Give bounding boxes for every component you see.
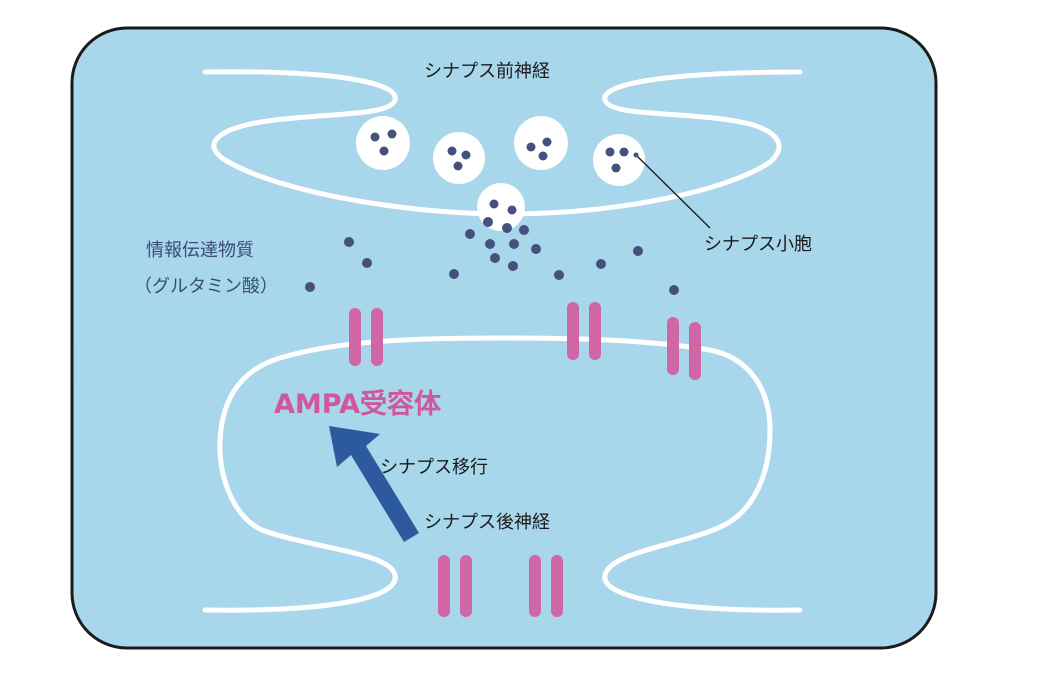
vesicle-label: シナプス小胞 [704, 234, 812, 255]
glutamate-dot [669, 285, 679, 295]
translocation-label: シナプス移行 [380, 457, 488, 478]
glutamate-dot [502, 223, 512, 233]
glutamate-dot [483, 217, 493, 227]
glutamate-dot [362, 258, 372, 268]
postsynaptic-membrane [202, 335, 803, 613]
translocation-arrow [329, 426, 419, 542]
glutamate-dot [508, 261, 518, 271]
glutamate-dot-legend [305, 282, 315, 292]
glutamate-dot [596, 259, 606, 269]
glutamate-dot [490, 253, 500, 263]
ampa-receptor-label: AMPA受容体 [274, 388, 442, 420]
reserve-receptor [529, 555, 563, 617]
synaptic-vesicles [356, 116, 645, 231]
ampa-receptor [349, 308, 383, 366]
vesicle [593, 134, 645, 186]
vesicle-leader-line [635, 154, 711, 229]
vesicle-leader-dot [633, 152, 639, 158]
reserve-receptors [438, 555, 563, 617]
glutamate-dot [554, 270, 564, 280]
glutamate-dot [485, 239, 495, 249]
glutamate-dot [344, 237, 354, 247]
glutamate-dot [509, 239, 519, 249]
glutamate-dot [519, 225, 529, 235]
transmitter-label-line1: 情報伝達物質 [146, 240, 254, 261]
transmitter-label-line2: （グルタミン酸） [134, 276, 278, 297]
glutamate-dot [531, 244, 541, 254]
reserve-receptor [438, 555, 472, 617]
ampa-receptor [667, 317, 701, 380]
postsynaptic-label: シナプス後神経 [424, 512, 550, 533]
vesicle [514, 116, 568, 170]
glutamate-dot [465, 229, 475, 239]
ampa-receptors [349, 302, 701, 380]
vesicle [356, 116, 410, 170]
glutamate-dot [633, 246, 643, 256]
vesicle [433, 132, 485, 184]
presynaptic-label: シナプス前神経 [424, 61, 550, 82]
neurotransmitter-dots [305, 217, 679, 295]
ampa-receptor [567, 302, 601, 360]
glutamate-dot [449, 269, 459, 279]
